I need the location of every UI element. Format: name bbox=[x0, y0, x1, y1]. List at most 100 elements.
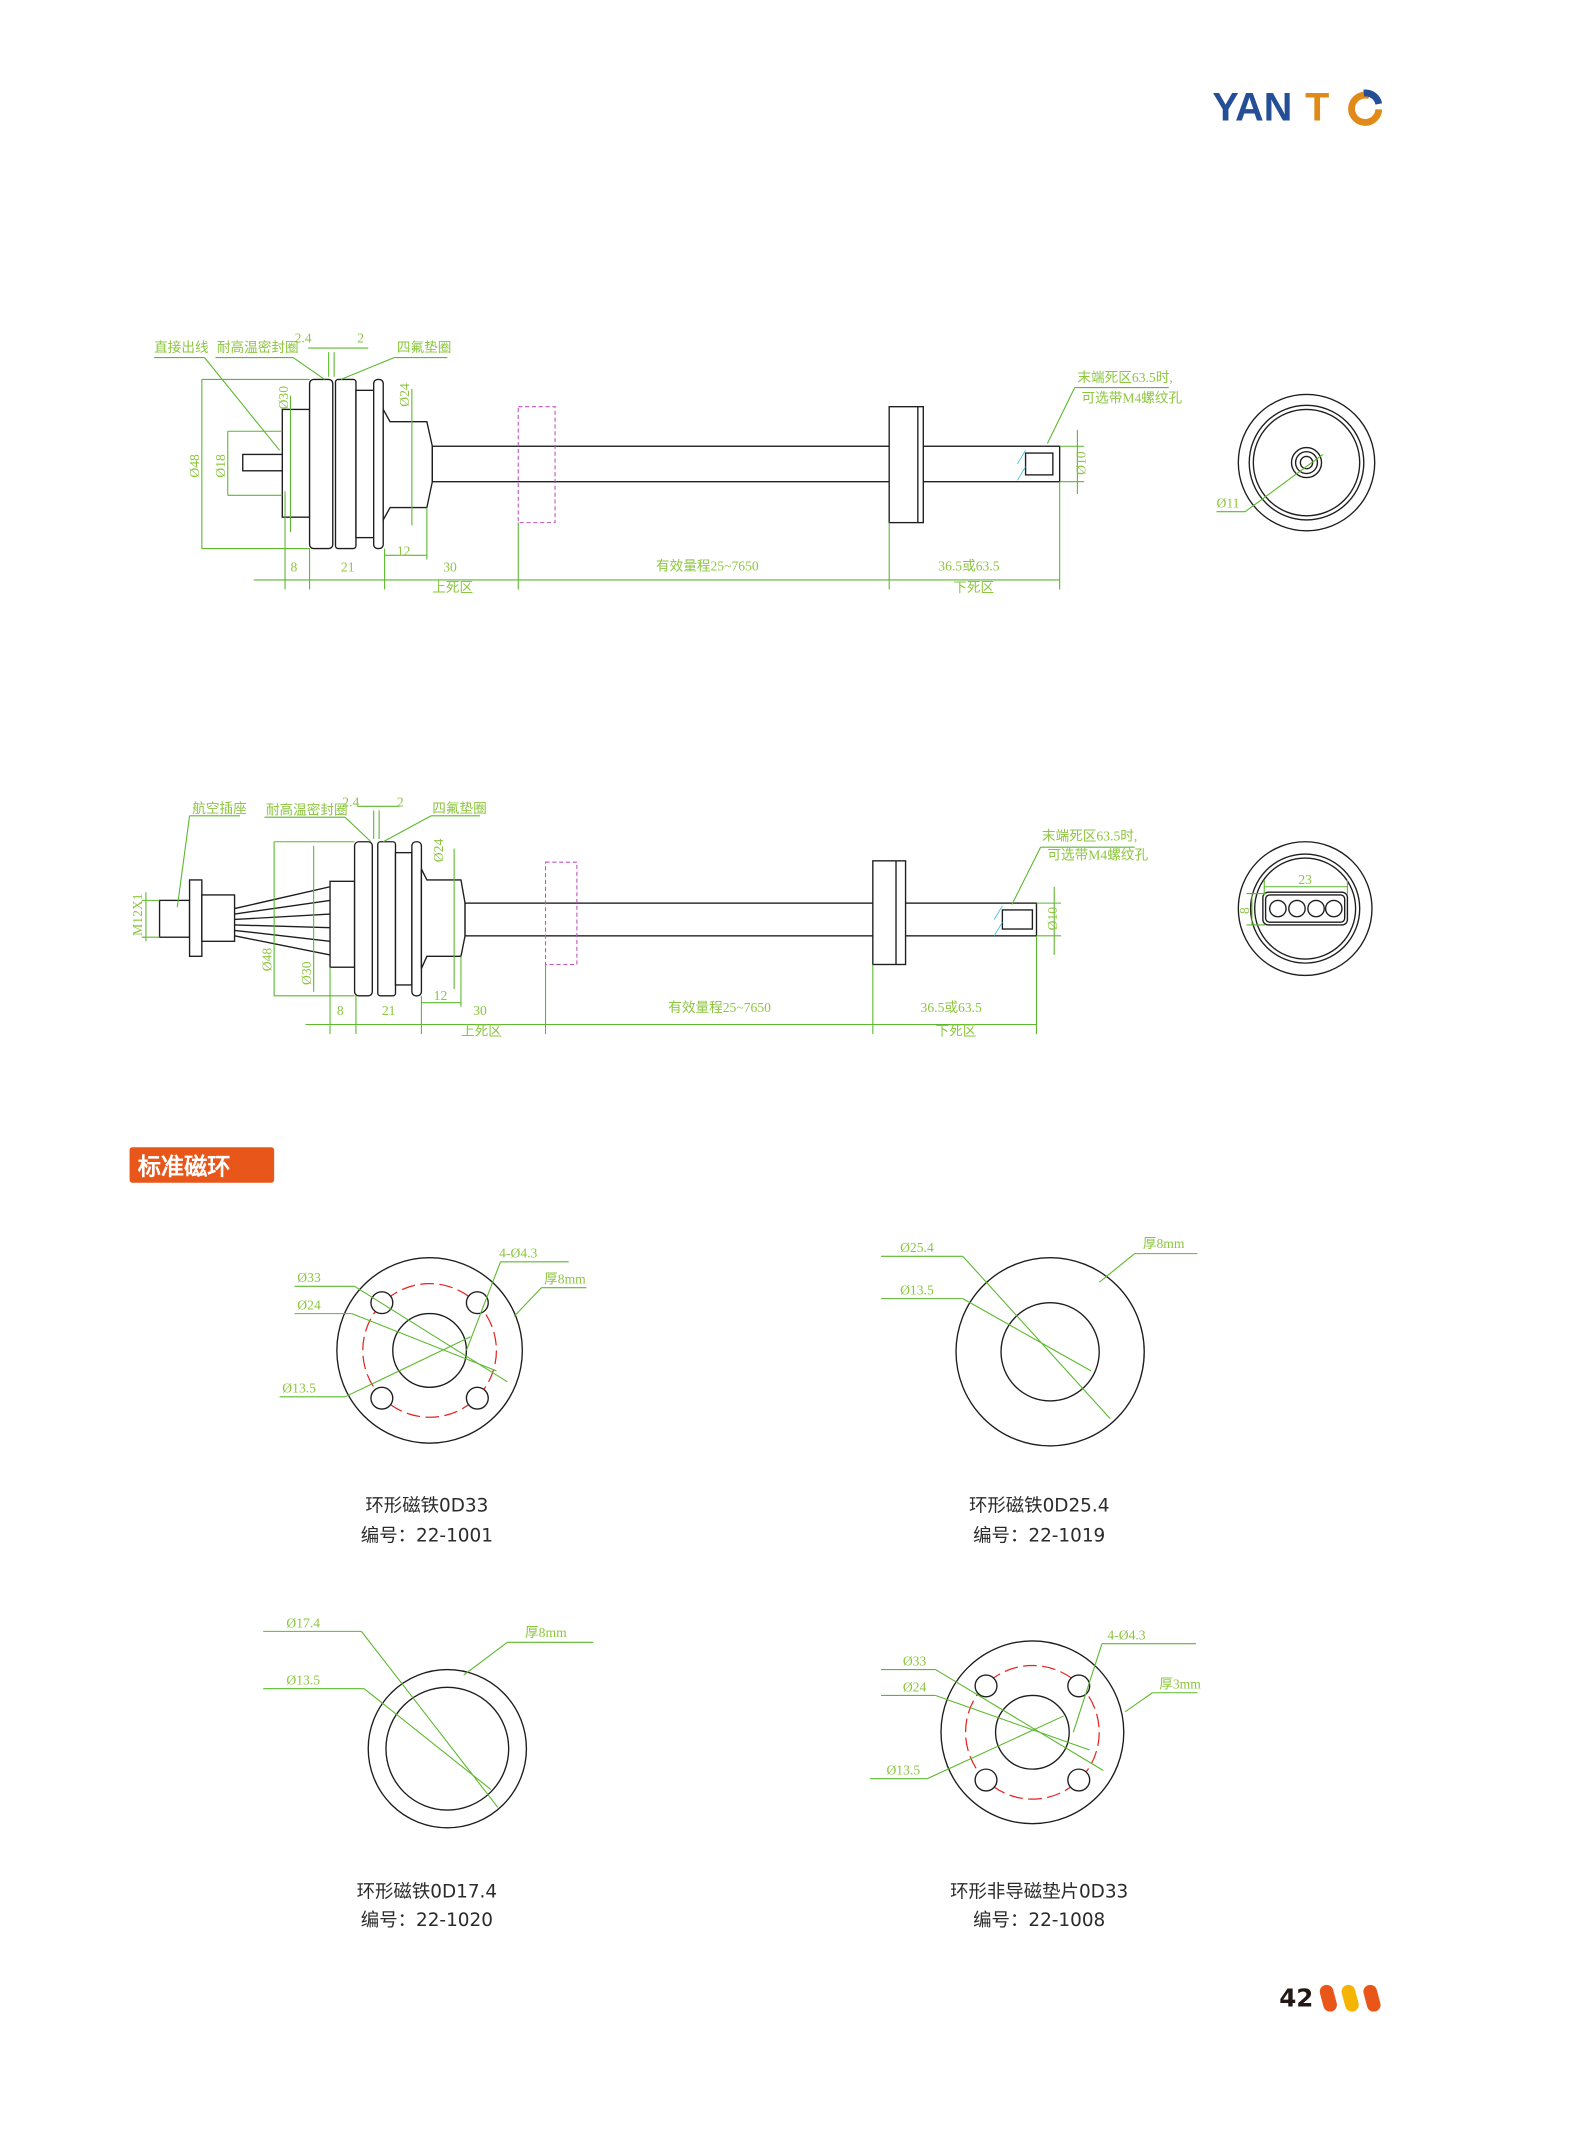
sensor-drawing-direct-outlet: 直接出线 耐高温密封圈 2.4 2 四氟垫圈 末端死区63.5时, 可选带M4螺… bbox=[154, 331, 1376, 595]
dim-slot-width: 23 bbox=[1298, 872, 1312, 887]
cable-stub bbox=[242, 453, 286, 472]
pill-1 bbox=[1319, 1984, 1337, 2012]
logo-text-blue: YAN bbox=[1212, 85, 1292, 129]
dim-thickness: 厚3mm bbox=[1159, 1677, 1201, 1692]
flange-disc-3 bbox=[372, 378, 384, 550]
label-m4-option: 可选带M4螺纹孔 bbox=[1047, 847, 1148, 862]
dim-8: 8 bbox=[337, 1003, 344, 1018]
yanto-logo: YAN T bbox=[1212, 85, 1383, 129]
dim-phi13-5: Ø13.5 bbox=[900, 1283, 934, 1298]
magnet-dashed bbox=[544, 861, 578, 966]
dim-phi13-5: Ø13.5 bbox=[886, 1763, 920, 1778]
flange-disc-1 bbox=[308, 378, 334, 550]
socket-face bbox=[329, 880, 356, 968]
m12-connector bbox=[158, 899, 191, 938]
dim-phi24: Ø24 bbox=[903, 1679, 927, 1694]
dim-bottom-dead: 36.5或63.5 bbox=[921, 1000, 982, 1015]
label-top-dead-zone: 上死区 bbox=[461, 1023, 502, 1038]
dim-21: 21 bbox=[341, 560, 355, 575]
ring-nonmagnetic-od33: Ø33 Ø24 Ø13.5 4-Ø4.3 厚3mm 环形非导磁垫片0D33 编号… bbox=[870, 1628, 1201, 1931]
dim-phi10: Ø10 bbox=[1045, 907, 1060, 931]
dim-phi17-4: Ø17.4 bbox=[286, 1615, 320, 1630]
label-seal-ring: 耐高温密封圈 bbox=[217, 339, 299, 355]
dim-phi33: Ø33 bbox=[903, 1653, 927, 1668]
neck bbox=[420, 868, 466, 969]
magnet-dashed bbox=[517, 406, 556, 524]
label-end-dead-zone: 末端死区63.5时, bbox=[1042, 828, 1137, 843]
dim-phi10: Ø10 bbox=[1074, 451, 1089, 475]
ring-code: 编号：22-1008 bbox=[973, 1910, 1105, 1931]
dim-phi30: Ø30 bbox=[276, 386, 291, 410]
logo-o-arc-blue bbox=[1363, 89, 1383, 105]
wire-bundle bbox=[234, 886, 331, 956]
ring-name: 环形磁铁0D33 bbox=[365, 1495, 488, 1516]
dim-slot-height: 8 bbox=[1237, 907, 1252, 914]
ring-code: 编号：22-1019 bbox=[973, 1525, 1105, 1546]
logo-o-arc bbox=[1348, 91, 1383, 126]
ring-od25-4: Ø25.4 Ø13.5 厚8mm 环形磁铁0D25.4 编号：22-1019 bbox=[881, 1236, 1198, 1546]
dim-bottom-dead: 36.5或63.5 bbox=[938, 558, 999, 573]
dim-21: 21 bbox=[382, 1003, 396, 1018]
ring-name: 环形非导磁垫片0D33 bbox=[950, 1881, 1128, 1902]
dim-phi24: Ø24 bbox=[297, 1298, 321, 1313]
dim-holes: 4-Ø4.3 bbox=[499, 1246, 537, 1261]
dim-phi13-5: Ø13.5 bbox=[286, 1673, 320, 1688]
label-aviation-socket: 航空插座 bbox=[192, 801, 246, 816]
m4-thread-hole bbox=[1024, 452, 1054, 476]
label-bottom-dead-zone: 下死区 bbox=[953, 580, 994, 595]
flange-disc-2 bbox=[334, 378, 357, 550]
label-end-dead-zone: 末端死区63.5时, bbox=[1077, 370, 1172, 385]
dim-2-4: 2.4 bbox=[295, 331, 312, 346]
dim-m12x1: M12X1 bbox=[130, 893, 145, 935]
ring-code: 编号：22-1020 bbox=[361, 1910, 493, 1931]
label-ptfe-washer: 四氟垫圈 bbox=[397, 340, 451, 355]
neck bbox=[382, 406, 434, 523]
dim-phi48: Ø48 bbox=[259, 948, 274, 972]
ring-od17-4: Ø17.4 Ø13.5 厚8mm 环形磁铁0D17.4 编号：22-1020 bbox=[263, 1615, 594, 1931]
label-m4-option: 可选带M4螺纹孔 bbox=[1081, 391, 1182, 406]
ring-code: 编号：22-1001 bbox=[361, 1525, 493, 1546]
ring-od33: Ø33 Ø24 Ø13.5 4-Ø4.3 厚8mm 环形磁铁0D33 编号：22… bbox=[279, 1246, 587, 1546]
label-ptfe-washer: 四氟垫圈 bbox=[432, 801, 487, 816]
flange-disc-1 bbox=[353, 841, 373, 997]
dim-phi33: Ø33 bbox=[297, 1270, 321, 1285]
section-title-text: 标准磁环 bbox=[138, 1154, 231, 1181]
outlet-face bbox=[281, 408, 311, 518]
pill-3 bbox=[1363, 1984, 1381, 2012]
label-top-dead-zone: 上死区 bbox=[432, 580, 473, 595]
probe-shaft bbox=[464, 902, 1038, 937]
dim-30: 30 bbox=[443, 560, 457, 575]
label-bottom-dead-zone: 下死区 bbox=[936, 1023, 977, 1038]
dim-phi48: Ø48 bbox=[187, 454, 202, 478]
dim-2-4: 2.4 bbox=[342, 794, 359, 809]
pill-2 bbox=[1341, 1984, 1359, 2012]
flange-body bbox=[355, 389, 375, 539]
dim-effective-range: 有效量程25~7650 bbox=[668, 1000, 771, 1015]
connector-coupling bbox=[201, 894, 236, 942]
page-footer: 42 bbox=[1279, 1983, 1381, 2012]
sensor-drawing-aviation-socket: 航空插座 耐高温密封圈 2.4 2 四氟垫圈 末端死区63.5时, 可选带M4螺… bbox=[130, 794, 1373, 1038]
float-magnet bbox=[872, 860, 907, 966]
probe-shaft bbox=[431, 445, 1061, 483]
logo-text-orange: T bbox=[1305, 85, 1329, 129]
dim-8: 8 bbox=[290, 560, 297, 575]
dim-phi11: Ø11 bbox=[1217, 496, 1240, 511]
connector-flange bbox=[188, 879, 203, 957]
dim-phi24: Ø24 bbox=[431, 839, 446, 863]
ring-name: 环形磁铁0D25.4 bbox=[969, 1495, 1109, 1516]
dim-phi25-4: Ø25.4 bbox=[900, 1240, 934, 1255]
label-seal-ring: 耐高温密封圈 bbox=[266, 801, 348, 817]
dim-2: 2 bbox=[397, 794, 404, 809]
end-view-1: Ø11 bbox=[1217, 393, 1376, 532]
section-title-standard-magnet-rings: 标准磁环 bbox=[129, 1147, 275, 1183]
flange-disc-2 bbox=[377, 841, 397, 997]
dim-phi13-5: Ø13.5 bbox=[282, 1381, 316, 1396]
dim-phi30: Ø30 bbox=[299, 961, 314, 985]
end-view-2: 23 8 bbox=[1237, 841, 1373, 977]
page-number: 42 bbox=[1279, 1983, 1313, 2012]
flange-body bbox=[394, 851, 413, 986]
dim-thickness: 厚8mm bbox=[1143, 1236, 1185, 1251]
flange-disc-3 bbox=[411, 841, 423, 997]
dim-holes: 4-Ø4.3 bbox=[1107, 1628, 1145, 1643]
